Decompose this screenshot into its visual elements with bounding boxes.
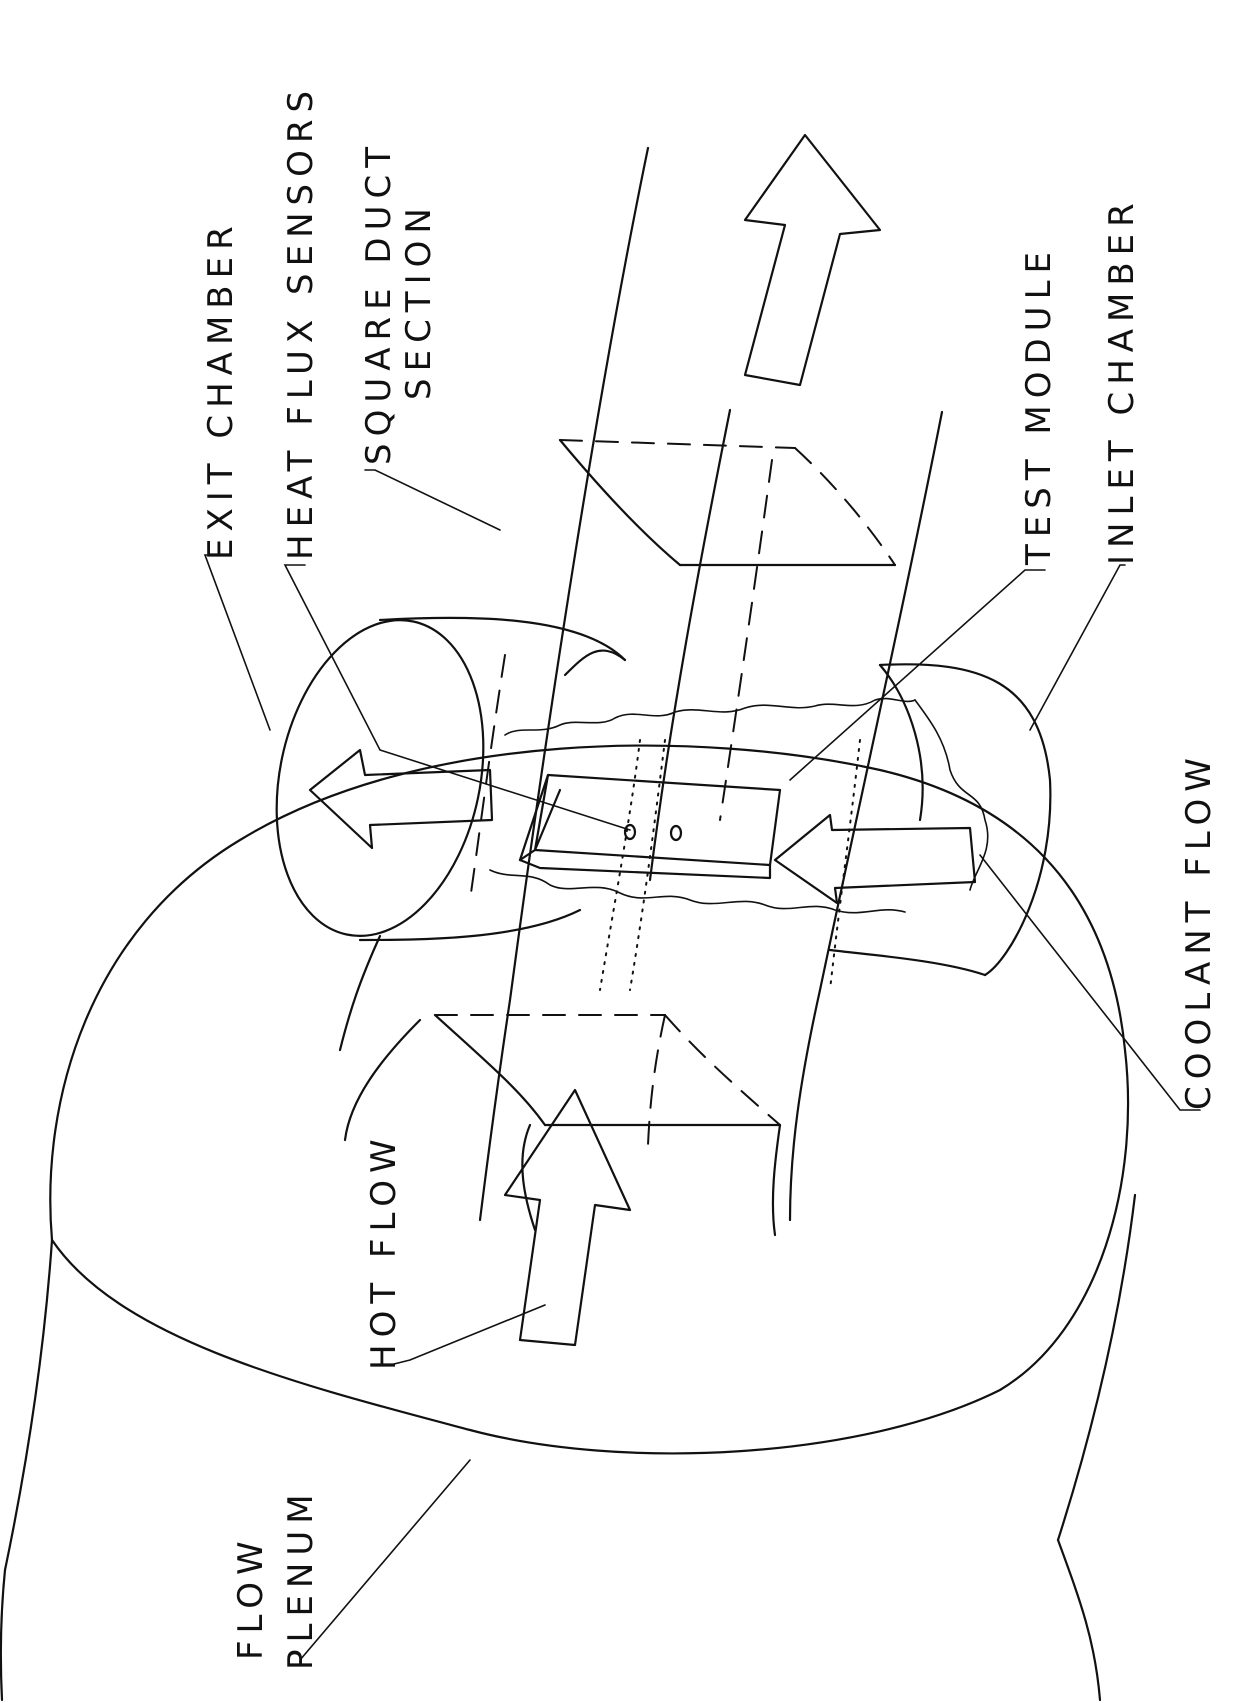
exit-flow-arrow (308, 748, 494, 850)
internal-channel (599, 739, 861, 991)
exit-chamber (275, 616, 627, 942)
label-inlet-chamber: INLET CHAMBER (1102, 196, 1142, 565)
label-plenum: PLENUM (281, 1487, 321, 1670)
label-exit-chamber: EXIT CHAMBER (201, 219, 241, 560)
test-module (518, 773, 782, 880)
leader-lines (203, 469, 1201, 1666)
labels: EXIT CHAMBER HEAT FLUX SENSORS SQUARE DU… (201, 84, 1219, 1670)
hot-flow-arrow (503, 1088, 632, 1347)
duct-exit-flow-arrow (743, 133, 882, 387)
cutaway-edges (489, 697, 989, 914)
label-flow: FLOW (231, 1534, 271, 1660)
label-test-module: TEST MODULE (1019, 245, 1059, 566)
label-hot-flow: HOT FLOW (364, 1132, 404, 1370)
square-duct (338, 146, 944, 1237)
label-square-duct-2: SECTION (399, 201, 439, 400)
heat-flux-sensor-2 (669, 824, 683, 842)
label-square-duct-1: SQUARE DUCT (359, 140, 399, 465)
label-coolant-flow: COOLANT FLOW (1179, 751, 1219, 1110)
heat-flux-sensor-1 (623, 823, 637, 841)
label-heat-flux-sensors: HEAT FLUX SENSORS (281, 84, 321, 560)
inlet-chamber (828, 663, 1052, 977)
coolant-flow-arrow (773, 813, 977, 905)
